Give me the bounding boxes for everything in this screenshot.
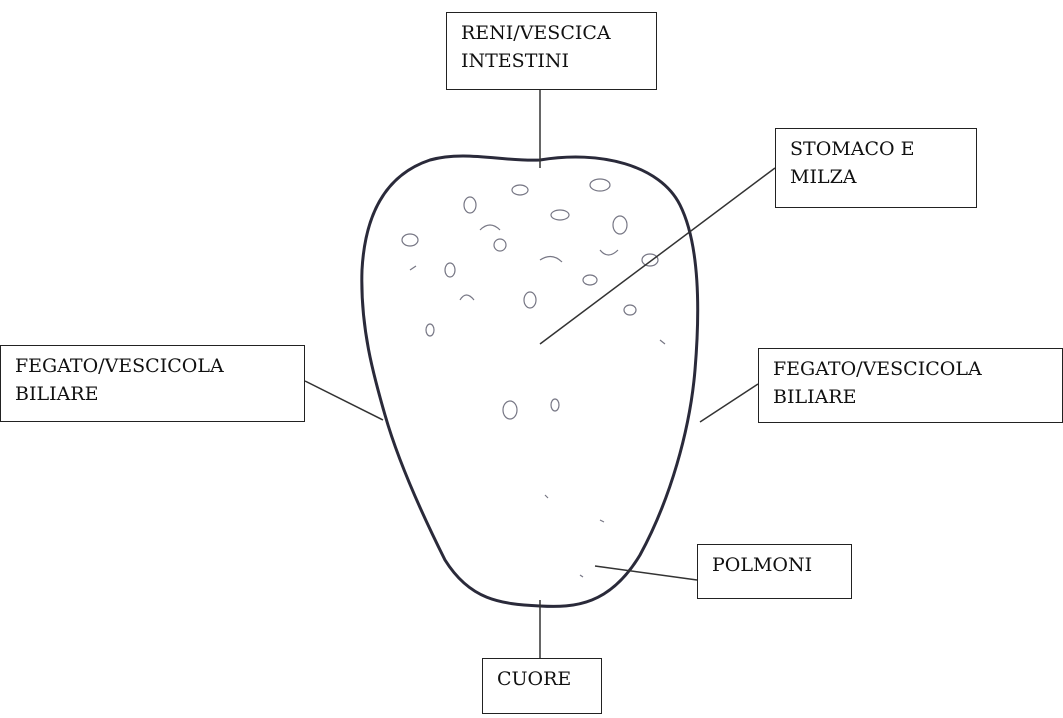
leader-line-fegato-dx (700, 384, 758, 422)
label-stomaco-line2: MILZA (790, 163, 976, 191)
label-fegato-sinistro: FEGATO/VESCICOLA BILIARE (0, 345, 305, 422)
label-stomaco-line1: STOMACO E (790, 135, 976, 163)
leader-line-fegato-sx (305, 381, 383, 420)
label-fegato-destro: FEGATO/VESCICOLA BILIARE (758, 348, 1063, 423)
tongue-outline (362, 156, 698, 606)
label-reni-line2: INTESTINI (461, 47, 656, 75)
label-fegato-sx-line2: BILIARE (15, 380, 304, 408)
label-stomaco-milza: STOMACO E MILZA (775, 128, 977, 208)
label-reni-vescica-intestini: RENI/VESCICA INTESTINI (446, 12, 657, 90)
label-polmoni: POLMONI (697, 544, 852, 599)
label-fegato-sx-line1: FEGATO/VESCICOLA (15, 352, 304, 380)
label-cuore: CUORE (482, 658, 602, 714)
label-reni-line1: RENI/VESCICA (461, 19, 656, 47)
label-cuore-line1: CUORE (497, 665, 601, 693)
label-polmoni-line1: POLMONI (712, 551, 851, 579)
label-fegato-dx-line1: FEGATO/VESCICOLA (773, 355, 1062, 383)
label-fegato-dx-line2: BILIARE (773, 383, 1062, 411)
tongue-icon (362, 156, 698, 606)
